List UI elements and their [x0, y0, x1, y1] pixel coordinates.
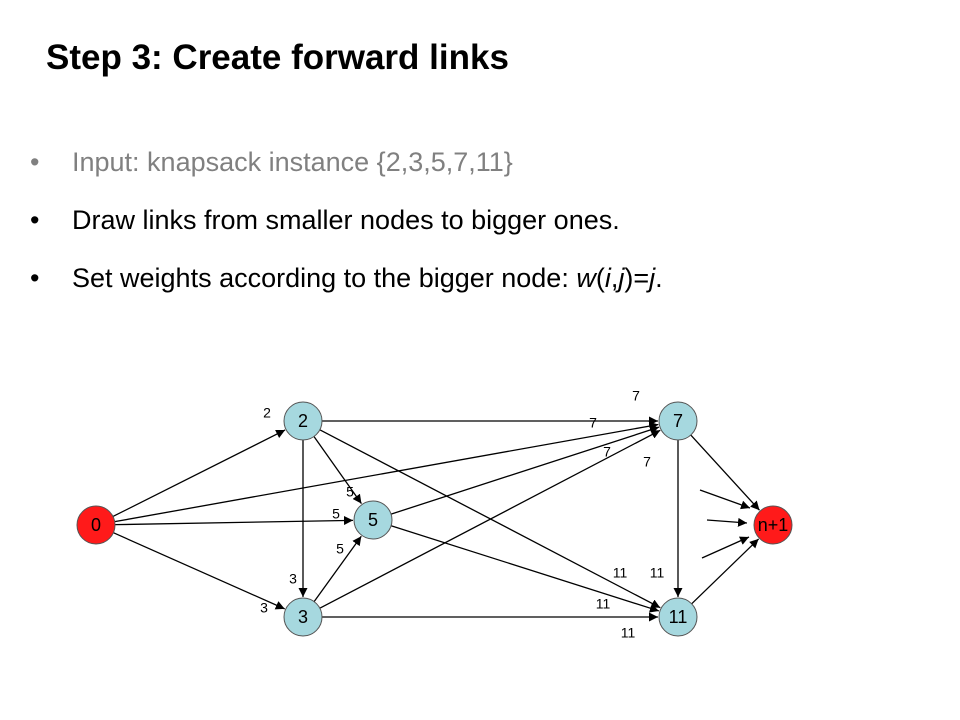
node-circle [658, 597, 698, 637]
weight-label-n2-n7: 7 [632, 388, 640, 404]
node-label: 3 [298, 607, 308, 627]
weight-fn-w: w [576, 263, 596, 293]
node-circle [753, 505, 793, 545]
bullet-text-pre: Set weights according to the bigger node… [72, 263, 577, 293]
edges-layer [112, 416, 760, 622]
node-n2: 2 [283, 401, 323, 441]
node-circle [283, 597, 323, 637]
node-circle [658, 401, 698, 441]
edge-n7-nend [690, 434, 760, 511]
weight-label-n3-n7: 7 [643, 454, 651, 470]
weight-label-n5-n7: 7 [603, 444, 611, 460]
bullet-input: • Input: knapsack instance {2,3,5,7,11} [30, 145, 663, 203]
edge-n5-n11 [390, 525, 660, 613]
node-nend: n+1 [753, 505, 793, 545]
node-label: 7 [673, 411, 683, 431]
weight-label-n2-n5: 5 [346, 484, 354, 500]
nodes-layer: 0 2 3 5 7 11 n+1 [76, 401, 793, 637]
edge-stub-bottom [701, 536, 750, 559]
weight-label-n0-n3: 3 [260, 600, 268, 616]
weight-label-n7-n11: 11 [650, 565, 665, 581]
slide-title: Step 3: Create forward links [46, 38, 509, 77]
bullet-draw-links: • Draw links from smaller nodes to bigger… [30, 203, 663, 261]
edge-n3-n7 [319, 429, 661, 609]
bullet-text: Input: knapsack instance {2,3,5,7,11} [72, 147, 513, 177]
node-circle [283, 401, 323, 441]
weight-label-n3-n11: 11 [621, 625, 636, 641]
weight-label-n2-n3: 3 [289, 571, 297, 587]
node-label: 0 [91, 515, 101, 535]
edge-n11-nend [691, 538, 760, 605]
var-j: j [618, 263, 625, 293]
bullet-text: Draw links from smaller nodes to bigger … [72, 205, 620, 235]
edge-n2-n5 [313, 436, 362, 505]
node-label: n+1 [758, 515, 789, 535]
edge-n0-n7 [114, 421, 659, 523]
weight-label-n0-n5: 5 [332, 506, 340, 522]
edge-n5-n7 [390, 425, 660, 515]
edge-n0-n2 [112, 429, 286, 518]
edge-n3-n5 [313, 535, 362, 602]
bullet-dot: • [30, 147, 40, 177]
node-n7: 7 [658, 401, 698, 441]
bullet-set-weights: • Set weights according to the bigger nod… [30, 261, 663, 319]
weight-label-n3-n5: 5 [336, 541, 344, 557]
paren-close-equals: )= [624, 263, 650, 293]
node-n0: 0 [76, 505, 116, 545]
bullet-dot: • [30, 263, 40, 293]
node-n11: 11 [658, 597, 698, 637]
node-label: 5 [368, 510, 378, 530]
paren-open: ( [595, 263, 605, 293]
weight-label-n0-n2: 2 [263, 405, 271, 421]
node-circle [76, 505, 116, 545]
var-j-result: j [649, 263, 656, 293]
weight-label-n5-n11: 11 [613, 565, 628, 581]
node-n5: 5 [353, 500, 393, 540]
node-label: 2 [298, 411, 308, 431]
node-label: 11 [669, 607, 688, 627]
node-n3: 3 [283, 597, 323, 637]
bullet-dot: • [30, 205, 40, 235]
var-i: i [604, 263, 611, 293]
comma: , [610, 263, 619, 293]
period: . [655, 263, 663, 293]
edge-n0-n3 [113, 532, 285, 610]
weight-label-n0-n7: 7 [589, 415, 597, 431]
edge-stub-top [699, 489, 751, 510]
edge-stub-mid [706, 517, 748, 527]
stubs-layer [699, 489, 751, 559]
bullet-list: • Input: knapsack instance {2,3,5,7,11} •… [30, 145, 663, 319]
edge-n0-n5 [114, 516, 354, 526]
node-circle [353, 500, 393, 540]
weight-label-n2-n11: 11 [596, 596, 611, 612]
